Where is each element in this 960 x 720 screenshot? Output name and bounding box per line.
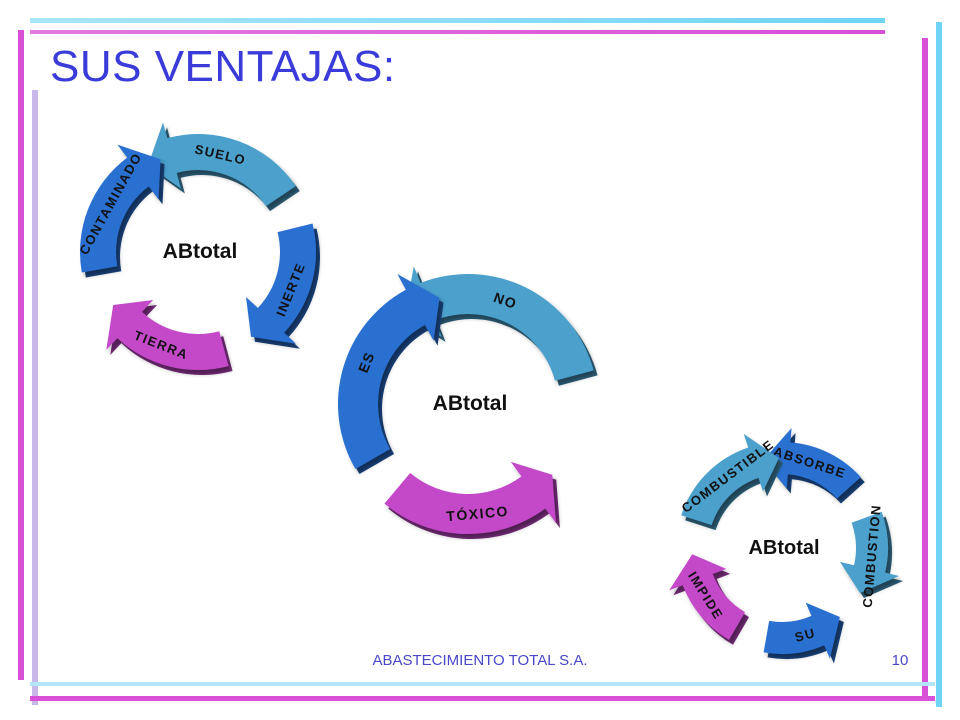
bottom-cyan-bar — [30, 682, 935, 686]
footer-company: ABASTECIMIENTO TOTAL S.A. — [372, 652, 588, 669]
cycle-2-arrow-label-1: NO — [492, 289, 520, 312]
cycle-3-arrow-label-3: SU — [793, 625, 817, 645]
cycle-3-arrow-4 — [669, 554, 745, 640]
top-cyan-bar — [30, 18, 885, 23]
cycle-2-arrow-label-3: ES — [355, 349, 378, 375]
right-magenta-bar — [922, 38, 928, 698]
cycle-3-arrow-2 — [839, 511, 900, 593]
cycle-1-arrow-1 — [148, 122, 296, 207]
bottom-magenta-bar — [30, 696, 935, 701]
page-number: 10 — [891, 652, 909, 669]
cycle-2-center-label: ABtotal — [433, 392, 508, 415]
cycle-1-center-label: ABtotal — [163, 240, 238, 263]
cycle-2-arrow-label-2: TÓXICO — [446, 502, 510, 524]
cycle-2-arrow-1 — [404, 266, 594, 381]
cycle-3-arrow-5 — [681, 433, 779, 526]
cycle-1-arrow-2 — [246, 223, 316, 344]
cycle-3: ABSORBECOMBUSTIONSUIMPIDECOMBUSTIBLEABto… — [669, 427, 904, 664]
right-cyan-bar — [936, 22, 942, 707]
left-lavender-bar — [32, 90, 38, 705]
cycle-3-arrow-1 — [763, 427, 861, 499]
cycle-2-arrow-3 — [337, 273, 440, 469]
slide-title: SUS VENTAJAS: — [50, 42, 396, 91]
cycle-3-arrow-3 — [763, 602, 840, 659]
left-magenta-bar — [18, 30, 24, 680]
cycle-2: NO TÓXICO ES ABtotal — [337, 266, 598, 539]
cycle-1-arrow-3 — [106, 300, 229, 370]
top-magenta-bar — [30, 30, 885, 34]
cycle-3-center-label: ABtotal — [748, 537, 819, 559]
cycle-2-arrow-2 — [384, 461, 556, 534]
cycle-1-arrow-4 — [80, 144, 161, 273]
